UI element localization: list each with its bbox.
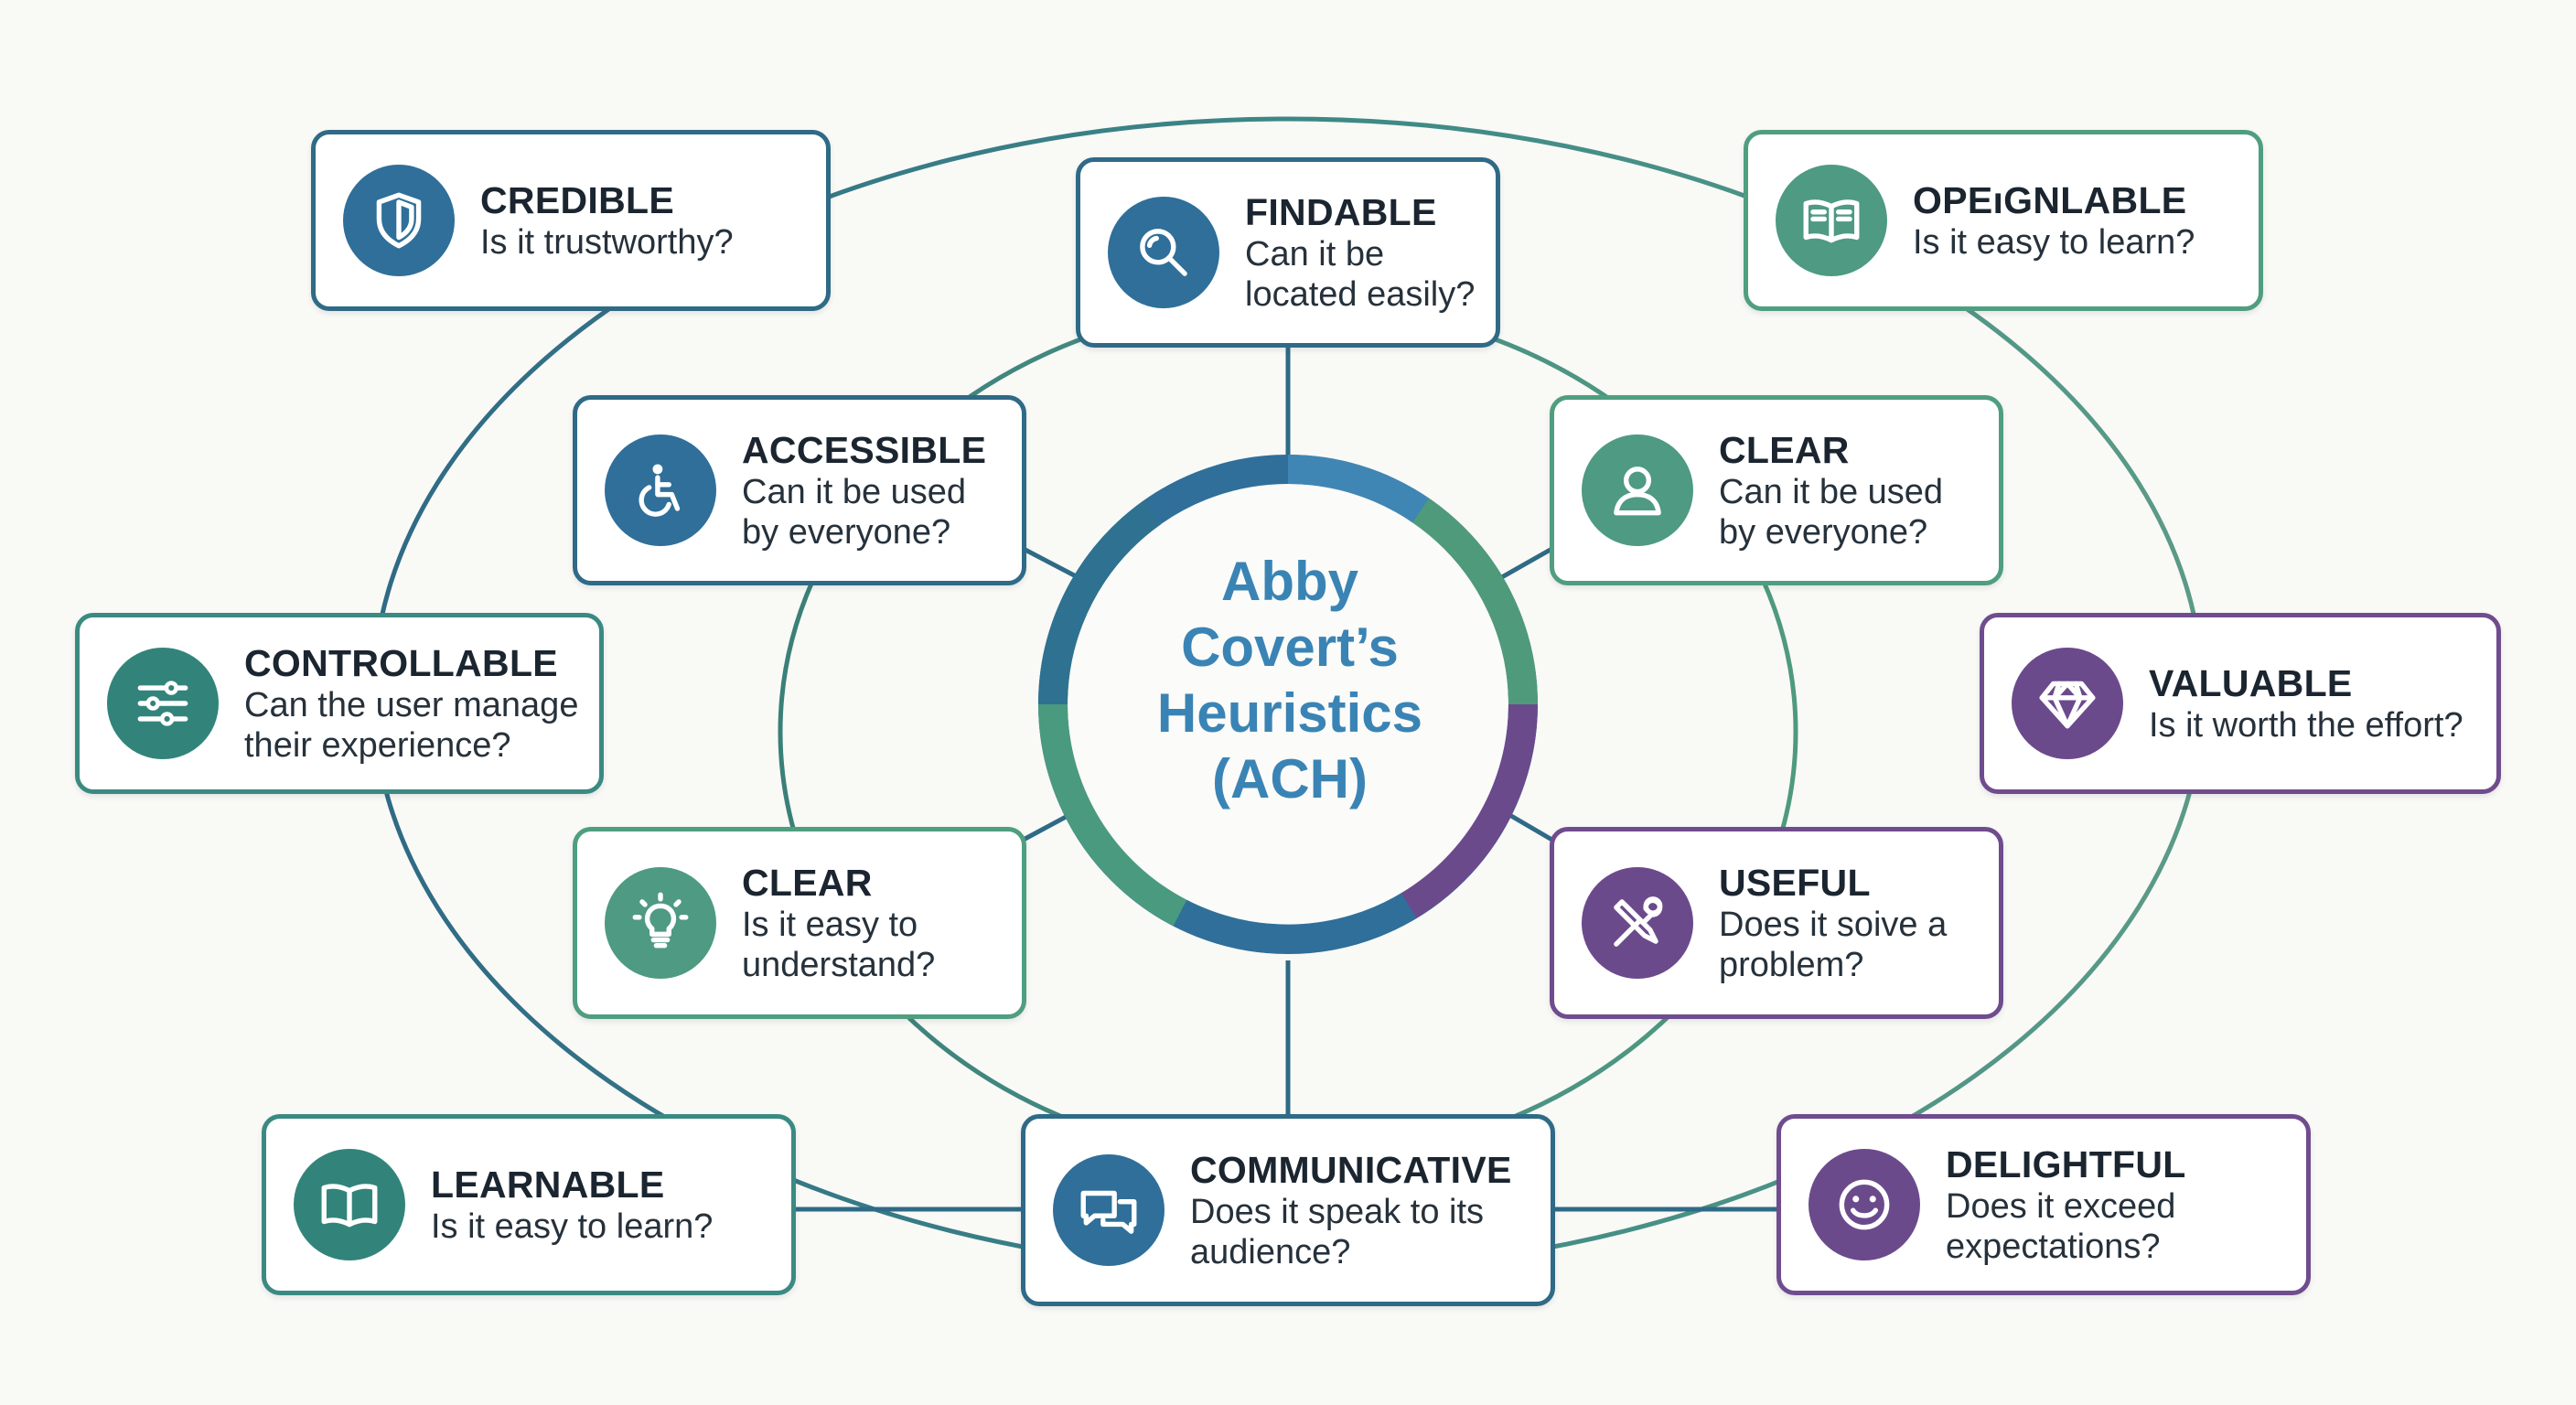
wheelchair-icon [605, 434, 716, 546]
center-title: Abby Covert’s Heuristics (ACH) [1156, 551, 1423, 810]
sliders-icon [107, 648, 219, 759]
heuristic-question: Is it worth the effort? [2149, 706, 2463, 745]
heuristic-question: Can the user manage their experience? [244, 686, 579, 765]
heuristic-title: LEARNABLE [431, 1164, 665, 1206]
chat-bubbles-icon [1053, 1154, 1165, 1266]
lightbulb-icon [605, 867, 716, 979]
heuristic-question: Can it be used by everyone? [1719, 473, 1944, 552]
user-icon [1582, 434, 1693, 546]
heuristic-question: Can it be located easily? [1245, 235, 1476, 314]
heuristic-title: CONTROLLABLE [244, 642, 558, 684]
heuristic-question: Does it speak to its audience? [1190, 1193, 1485, 1271]
shield-icon [343, 165, 455, 276]
heuristic-question: Is it trustworthy? [480, 223, 734, 262]
heuristic-question: Does it exceed expectations? [1946, 1187, 2176, 1266]
heuristic-question: Does it soive a problem? [1719, 906, 1948, 984]
heuristic-title: CLEAR [1719, 429, 1850, 471]
heuristic-title: DELIGHTFUL [1946, 1143, 2186, 1185]
heuristic-question: Is it easy to learn? [1913, 223, 2195, 262]
tools-icon [1582, 867, 1693, 979]
smiley-icon [1809, 1149, 1920, 1260]
heuristic-title: FINDABLE [1245, 191, 1437, 233]
heuristic-title: ACCESSIBLE [742, 429, 987, 471]
heuristic-question: Is it easy to learn? [431, 1207, 714, 1246]
heuristic-title: OPEıGNLABLE [1913, 179, 2187, 221]
book-icon [294, 1149, 405, 1260]
diamond-icon [2012, 648, 2123, 759]
heuristic-title: CREDIBLE [480, 179, 674, 221]
heuristic-question: Is it easy to understand? [742, 906, 936, 984]
open-book-icon [1776, 165, 1887, 276]
center-ring [1038, 455, 1538, 954]
search-icon [1108, 197, 1219, 308]
heuristic-title: USEFUL [1719, 862, 1871, 904]
heuristic-title: VALUABLE [2149, 662, 2353, 704]
heuristic-title: COMMUNICATIVE [1190, 1149, 1512, 1191]
heuristic-question: Can it be used by everyone? [742, 473, 967, 552]
heuristic-title: CLEAR [742, 862, 873, 904]
